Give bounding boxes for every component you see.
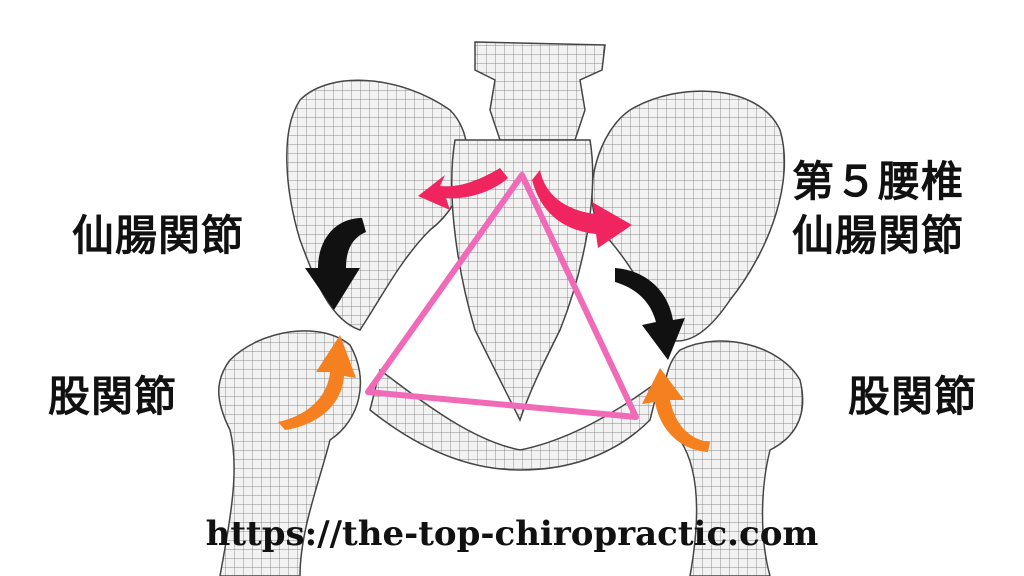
pelvic-triangle (365, 172, 639, 420)
orange-arrow-right-icon (642, 368, 710, 452)
orange-arrows (278, 335, 710, 452)
label-right-sacroiliac-joint: 仙腸関節 (792, 211, 965, 260)
orange-arrow-left-icon (278, 335, 356, 430)
label-left-hip-joint: 股関節 (48, 372, 178, 421)
label-right-hip-joint: 股関節 (848, 372, 978, 421)
pink-arrows (418, 168, 632, 248)
black-arrow-left-icon (305, 218, 366, 310)
black-arrows (305, 218, 685, 360)
label-fifth-lumbar: 第５腰椎 (792, 157, 965, 206)
website-url: https://the-top-chiropractic.com (205, 514, 819, 554)
pubis (369, 368, 662, 471)
pink-arrow-left-icon (418, 168, 508, 210)
pelvis-bones (218, 41, 804, 576)
pink-arrow-right-icon (532, 170, 632, 248)
lumbar-vertebra (474, 41, 606, 141)
label-left-sacroiliac-joint: 仙腸関節 (72, 211, 245, 260)
right-ilium (591, 90, 786, 342)
black-arrow-right-icon (615, 268, 685, 360)
